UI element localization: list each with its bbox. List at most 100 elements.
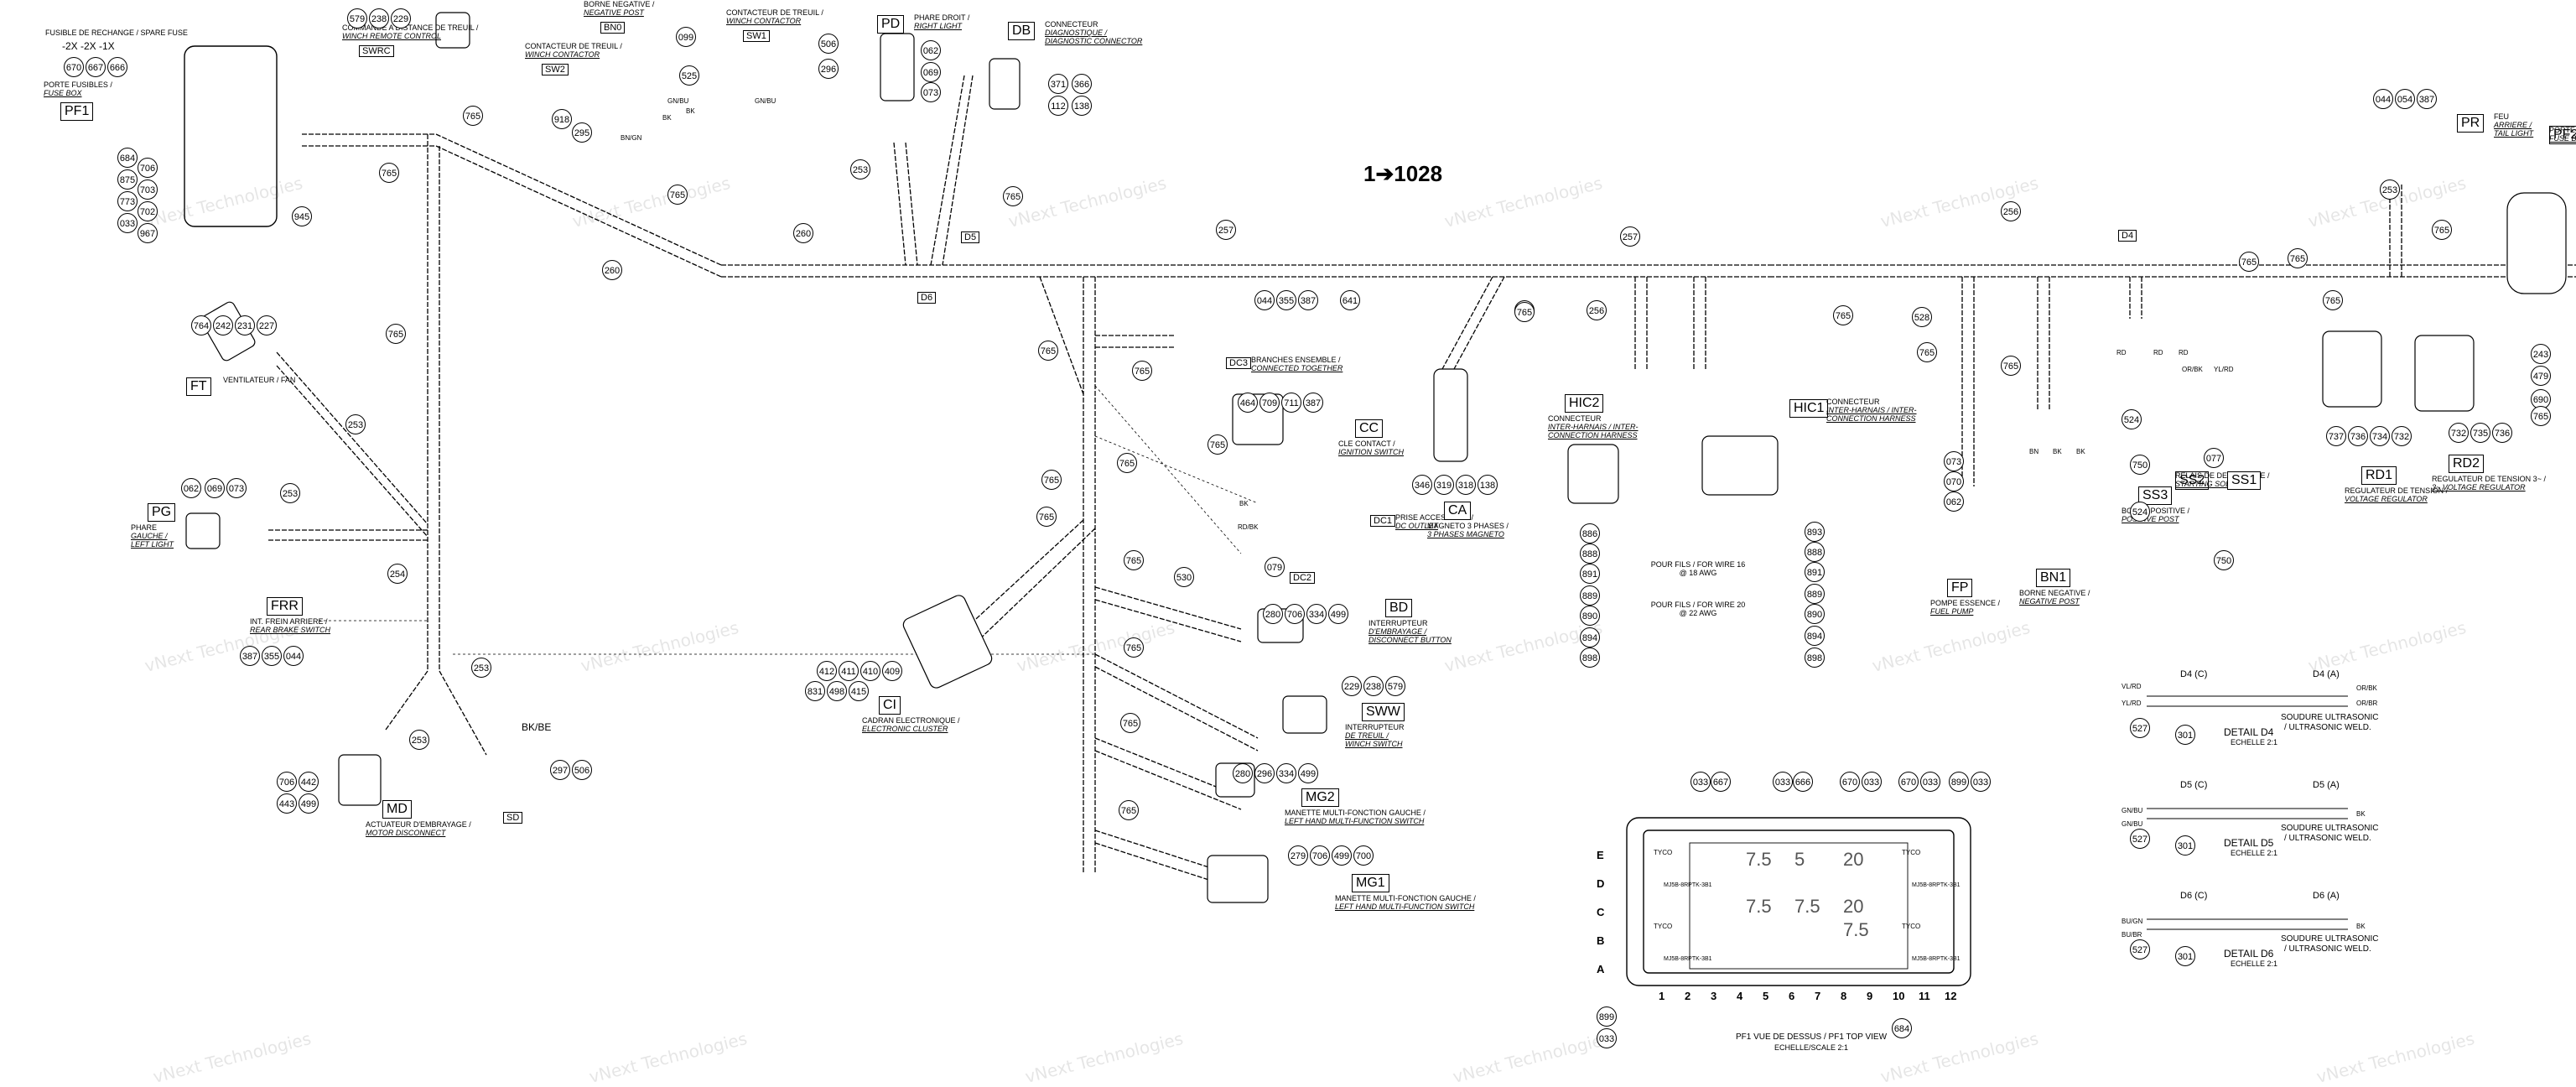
connector-description-mg1: MANETTE MULTI-FONCTION GAUCHE /LEFT HAND… <box>1335 894 1476 911</box>
part-bubble: 765 <box>2531 406 2551 426</box>
fusebox-top-bubble: 033 <box>1690 772 1711 792</box>
part-bubble: 891 <box>1580 564 1600 584</box>
part-bubble: 280 <box>1233 763 1253 783</box>
fusebox-col-label: 11 <box>1919 990 1930 1002</box>
fusebox-top-bubble: 033 <box>1773 772 1793 792</box>
fusebox-col-label: 1 <box>1659 990 1665 1002</box>
fusebox-part-number: MJ5B-8RPTK-3B1 <box>1664 956 1712 962</box>
connector-description-line: BORNE POSITIVE / <box>2122 507 2190 515</box>
part-bubble: 706 <box>277 772 297 792</box>
part-bubble: 387 <box>1298 290 1318 310</box>
connector-description-line: GAUCHE / <box>131 532 168 540</box>
part-bubble: 242 <box>213 315 233 335</box>
part-bubble: 238 <box>1363 676 1384 696</box>
part-bubble: 253 <box>345 414 366 434</box>
detail-bubble: 527 <box>2130 939 2150 960</box>
part-bubble: 499 <box>1332 845 1352 866</box>
part-bubble: 238 <box>369 8 389 29</box>
connector-description-line: CONTACTEUR DE TREUIL / <box>726 8 823 17</box>
part-bubble: 062 <box>921 40 941 60</box>
connector-description-line: WINCH SWITCH <box>1345 740 1403 748</box>
fuse-box-outline <box>184 45 1971 986</box>
part-bubble: 765 <box>1917 342 1937 362</box>
connector-description-pd: PHARE DROIT /RIGHT LIGHT <box>914 13 969 30</box>
connector-description-line: FEU <box>2494 112 2509 121</box>
part-bubble: 279 <box>1288 845 1308 866</box>
connector-description-line: REGULATEUR DE TENSION / <box>2345 486 2449 495</box>
part-bubble: 498 <box>827 681 847 701</box>
part-bubble: 415 <box>849 681 869 701</box>
fusebox-top-bubble: 670 <box>1840 772 1860 792</box>
connector-description-line: NEGATIVE POST <box>2019 597 2080 606</box>
wire-color-tag: OR/BK <box>2182 366 2203 373</box>
connector-description-sw2: CONTACTEUR DE TREUIL /WINCH CONTACTOR <box>525 42 622 59</box>
part-bubble: 044 <box>283 646 304 666</box>
fusebox-col-label: 6 <box>1789 990 1795 1002</box>
part-bubble: 524 <box>2130 502 2150 522</box>
part-bubble: 732 <box>2449 423 2469 443</box>
connector-description-line: STARTING SOLENOID <box>2175 480 2254 488</box>
part-bubble: 765 <box>1833 305 1853 325</box>
part-bubble: 410 <box>860 661 880 681</box>
wire-color-tag: YL/RD <box>2122 700 2142 707</box>
part-bubble: 334 <box>1276 763 1296 783</box>
connector-description-line: ELECTRONIC CLUSTER <box>862 725 948 733</box>
part-bubble: 732 <box>2392 426 2412 446</box>
part-bubble: 765 <box>1003 186 1023 206</box>
part-bubble: 894 <box>1580 627 1600 648</box>
part-bubble: 229 <box>1342 676 1362 696</box>
part-bubble: 044 <box>2373 89 2393 109</box>
part-bubble: 069 <box>205 478 225 498</box>
connector-description-line: FUSE BOX <box>44 89 82 97</box>
connector-description-rd1: REGULATEUR DE TENSION /VOLTAGE REGULATOR <box>2345 486 2448 503</box>
detail-bubble: 301 <box>2175 946 2195 966</box>
connector-description-line: DISCONNECT BUTTON <box>1368 636 1452 644</box>
part-bubble: 765 <box>463 106 483 126</box>
connector-description-line: LEFT HAND MULTI-FUNCTION SWITCH <box>1285 817 1425 825</box>
part-bubble: 409 <box>882 661 902 681</box>
connector-code-ss1: SS1 <box>2227 471 2262 490</box>
fusebox-tyco-mark: TYCO <box>1654 923 1673 930</box>
connector-description-line: INTERRUPTEUR <box>1368 619 1428 627</box>
connector-description-line: RIGHT LIGHT <box>914 22 963 30</box>
connector-description-line: INTER-HARNAIS / INTER- <box>1548 423 1639 431</box>
part-bubble: 765 <box>1041 470 1062 490</box>
wire-color-tag: BU/GN <box>2122 918 2143 925</box>
part-bubble: 579 <box>347 8 367 29</box>
connector-description-line: 3~ VOLTAGE REGULATOR <box>2432 483 2526 491</box>
fuse-rating: 7.5 <box>1843 919 1869 940</box>
fusebox-part-number: MJ5B-8RPTK-3B1 <box>1912 882 1961 888</box>
detail-weld-fr: SOUDURE ULTRASONIC <box>2281 824 2379 833</box>
detail-weld-en: / ULTRASONIC WELD. <box>2284 944 2371 954</box>
connector-description-fp: POMPE ESSENCE /FUEL PUMP <box>1930 599 2000 616</box>
connector-code-rd2: RD2 <box>2449 455 2485 473</box>
part-bubble: 888 <box>1805 542 1825 562</box>
connector-description-line: NEGATIVE POST <box>584 8 644 17</box>
connector-description-line: DIAGNOSTIQUE / <box>1045 29 1108 37</box>
connector-code-dc3: DC3 <box>1226 357 1252 369</box>
part-bubble: 256 <box>1587 300 1607 320</box>
wire-note-18awg: POUR FILS / FOR WIRE 16 @ 18 AWG <box>1650 560 1746 577</box>
wire-color-tag: BK <box>2356 923 2366 930</box>
wire-note-22awg: POUR FILS / FOR WIRE 20 @ 22 AWG <box>1650 601 1746 617</box>
fusebox-row-label: B <box>1597 934 1605 947</box>
wire-color-tag: RD/BK <box>1238 523 1259 531</box>
part-bubble: 706 <box>1310 845 1330 866</box>
part-bubble: 073 <box>226 478 247 498</box>
connector-description-line: CONNECTEUR <box>1045 20 1098 29</box>
connector-description-ss3: BORNE POSITIVE /POSITIVE POST <box>2122 507 2189 523</box>
part-bubble: 530 <box>1174 567 1194 587</box>
fusebox-col-label: 10 <box>1893 990 1905 1002</box>
fusebox-tyco-mark: TYCO <box>1902 849 1921 856</box>
connector-description-line: LEFT LIGHT <box>131 540 174 549</box>
fuse-rating: 20 <box>1843 896 1864 917</box>
part-bubble: 412 <box>817 661 837 681</box>
wire-color-tag: BN/GN <box>621 134 642 142</box>
connector-description-line: REGULATEUR DE TENSION 3~ / <box>2432 475 2546 483</box>
detail-bubble: 527 <box>2130 718 2150 738</box>
part-bubble: 528 <box>1912 307 1932 327</box>
connector-description-dc1: PRISE ACCESSOIRE /DC OUTLET <box>1395 513 1473 530</box>
connector-code-mg1: MG1 <box>1352 874 1389 892</box>
part-bubble: 506 <box>818 34 839 54</box>
